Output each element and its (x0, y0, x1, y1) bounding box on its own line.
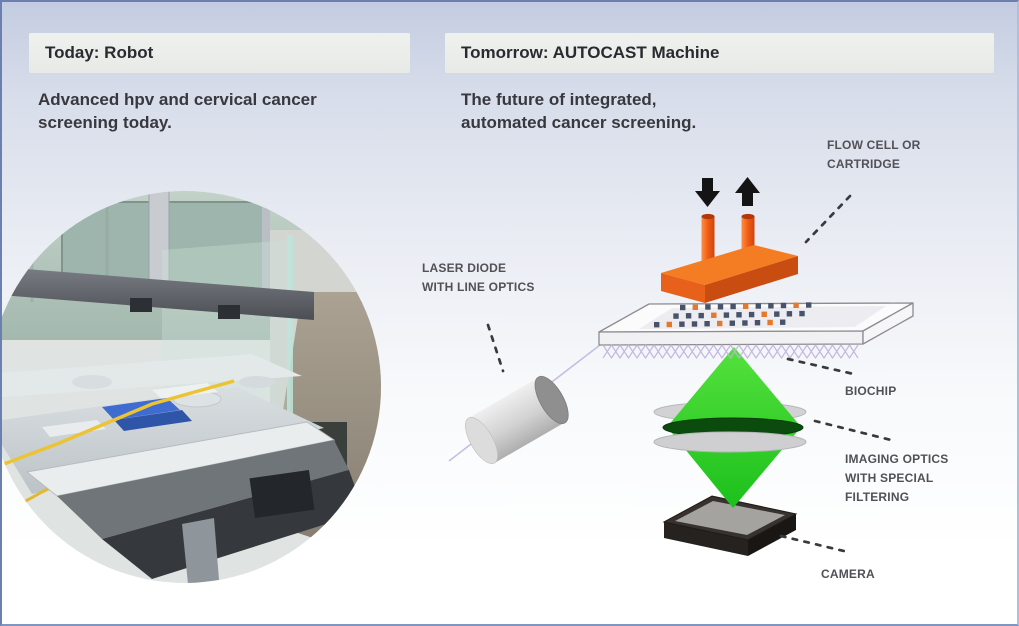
camera (662, 495, 798, 556)
down-arrow-icon (695, 178, 720, 207)
laser-diode (465, 375, 569, 464)
up-arrow-icon (735, 177, 760, 206)
biochip-connector (786, 357, 860, 377)
flow-cell-connector (804, 194, 852, 244)
connector-lines (486, 194, 893, 554)
tomorrow-subtitle: The future of integrated, automated canc… (461, 90, 697, 132)
flow-arrows (695, 177, 760, 207)
biochip (598, 302, 914, 359)
flow-cell-cartridge (661, 213, 798, 303)
today-header-text: Today: Robot (45, 43, 154, 62)
label-laser-diode: LASER DIODE WITH LINE OPTICS (422, 261, 535, 294)
today-subtitle: Advanced hpv and cervical cancer screeni… (38, 90, 317, 132)
label-flow-cell: FLOW CELL OR CARTRIDGE (827, 138, 921, 171)
label-camera: CAMERA (821, 567, 875, 581)
camera-connector (779, 534, 850, 554)
biochip-spot-array (654, 302, 812, 328)
label-imaging-optics: IMAGING OPTICS WITH SPECIAL FILTERING (845, 452, 949, 504)
tomorrow-header-text: Tomorrow: AUTOCAST Machine (461, 43, 720, 62)
inlet-tube (701, 216, 715, 270)
today-header-bar: Today: Robot (29, 33, 410, 73)
label-biochip: BIOCHIP (845, 384, 897, 398)
laser-connector (486, 323, 505, 373)
imaging-lens-bottom (653, 431, 807, 453)
tomorrow-header-bar: Tomorrow: AUTOCAST Machine (445, 33, 994, 73)
imaging-connector (813, 419, 893, 442)
biochip-waveguide-zigzag (602, 344, 859, 359)
robot-photo (2, 191, 381, 583)
